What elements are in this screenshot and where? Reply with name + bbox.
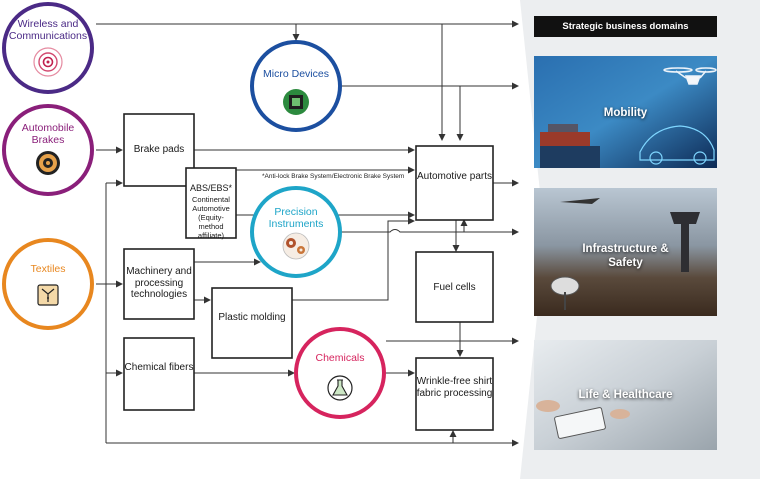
box-chemical-fibers [123, 337, 195, 411]
abs-footnote: *Anti-lock Brake System/Electronic Brake… [262, 173, 405, 180]
box-fuel-cells [415, 251, 494, 323]
circle-textiles [2, 238, 94, 330]
brake-pads-label: Brake pads [133, 144, 185, 155]
circle-micro [250, 40, 342, 132]
micro-devices-label: Micro Devices [263, 68, 329, 80]
box-machinery [123, 248, 195, 320]
wrinkle-free-label: Wrinkle-free shirt fabric processing [416, 376, 493, 399]
circle-chemicals [294, 327, 386, 419]
chemicals-label: Chemicals [315, 352, 365, 364]
plastic-molding-label: Plastic molding [218, 312, 286, 323]
precision-instruments-label: Precision Instruments [268, 206, 324, 230]
drone-icon [663, 67, 717, 85]
brakes-label: Automobile Brakes [21, 122, 75, 146]
mobility-label: Mobility [603, 107, 648, 119]
life-healthcare-label: Life & Healthcare [578, 389, 673, 401]
wireless-signal-icon [33, 47, 63, 77]
box-automotive-parts [415, 145, 494, 221]
tablet-icon [554, 407, 606, 439]
brake-disc-icon [36, 151, 60, 175]
abs-ebs-label: ABS/EBS* [189, 183, 233, 193]
microchip-icon [283, 89, 309, 115]
box-wrinkle-free [415, 357, 494, 431]
line-plastic-to-parts [292, 217, 415, 301]
flask-icon [327, 375, 353, 401]
box-plastic-molding [211, 287, 293, 359]
textile-shirt-icon [37, 284, 59, 306]
chemical-fibers-label: Chemical fibers [124, 362, 194, 373]
domains-header: Strategic business domains [534, 16, 717, 37]
line-precision-out [340, 228, 519, 236]
car-outline-icon [639, 125, 715, 165]
continental-label: Continental Automotive (Equity-method af… [192, 195, 230, 240]
circle-precision [250, 186, 342, 278]
wireless-label: Wireless and Communications [8, 18, 88, 42]
gears-icon [282, 232, 310, 260]
automotive-parts-label: Automotive parts [416, 171, 493, 182]
box-brake-pads [123, 113, 195, 187]
circle-brakes [2, 104, 94, 196]
infrastructure-label: Infrastructure & Safety [582, 243, 669, 269]
machinery-label: Machinery and processing technologies [126, 266, 192, 300]
box-abs-continental [185, 167, 237, 239]
ship-icon [540, 124, 600, 168]
satellite-dish-icon [550, 276, 580, 310]
hands-illustration [536, 400, 630, 419]
airplane-icon [560, 198, 600, 204]
textiles-label: Textiles [30, 263, 66, 275]
fuel-cells-label: Fuel cells [433, 282, 476, 293]
airport-tower-icon [670, 212, 700, 272]
